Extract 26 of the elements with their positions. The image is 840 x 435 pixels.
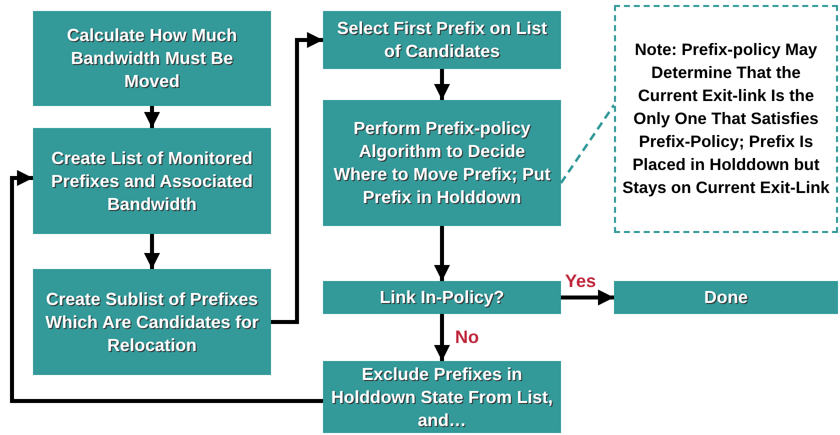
note-text: Note: Prefix-policy May Determine That the Current Exit-link Is the Only One That Satisfies Prefix-Policy; Prefix Is Placed in Holddown but Stays on Current Exit-Link [621, 40, 831, 198]
process-box [33, 128, 271, 234]
process-box [323, 11, 561, 69]
arrow [434, 314, 450, 361]
arrow [10, 170, 323, 403]
process-box [323, 100, 561, 226]
step-label: Create Sublist of Prefixes Which Are Candidates for Relocation [44, 288, 260, 356]
step-label: Perform Prefix-policy Algorithm to Decide Where to Move Prefix; Put Prefix in Holddown [332, 117, 552, 209]
process-box [323, 281, 561, 314]
process-box [33, 11, 271, 106]
arrow [434, 226, 450, 281]
step-label: Select First Prefix on List of Candidates [336, 17, 548, 63]
arrow [434, 69, 450, 100]
step-label: Create List of Monitored Prefixes and Associated Bandwidth [50, 146, 254, 216]
process-box [614, 281, 838, 314]
step-label: Done [704, 286, 748, 309]
arrow [561, 290, 614, 306]
arrow [144, 106, 160, 128]
step-label: Exclude Prefixes in Holddown State From List, and… [331, 362, 553, 432]
process-box [33, 269, 271, 375]
note-box [614, 5, 838, 233]
step-label: Link In-Policy? [380, 286, 504, 309]
step-label: Calculate How Much Bandwidth Must Be Moved [66, 24, 238, 93]
arrow [271, 32, 323, 324]
dashed-connector [560, 104, 616, 184]
arrow [144, 234, 160, 269]
